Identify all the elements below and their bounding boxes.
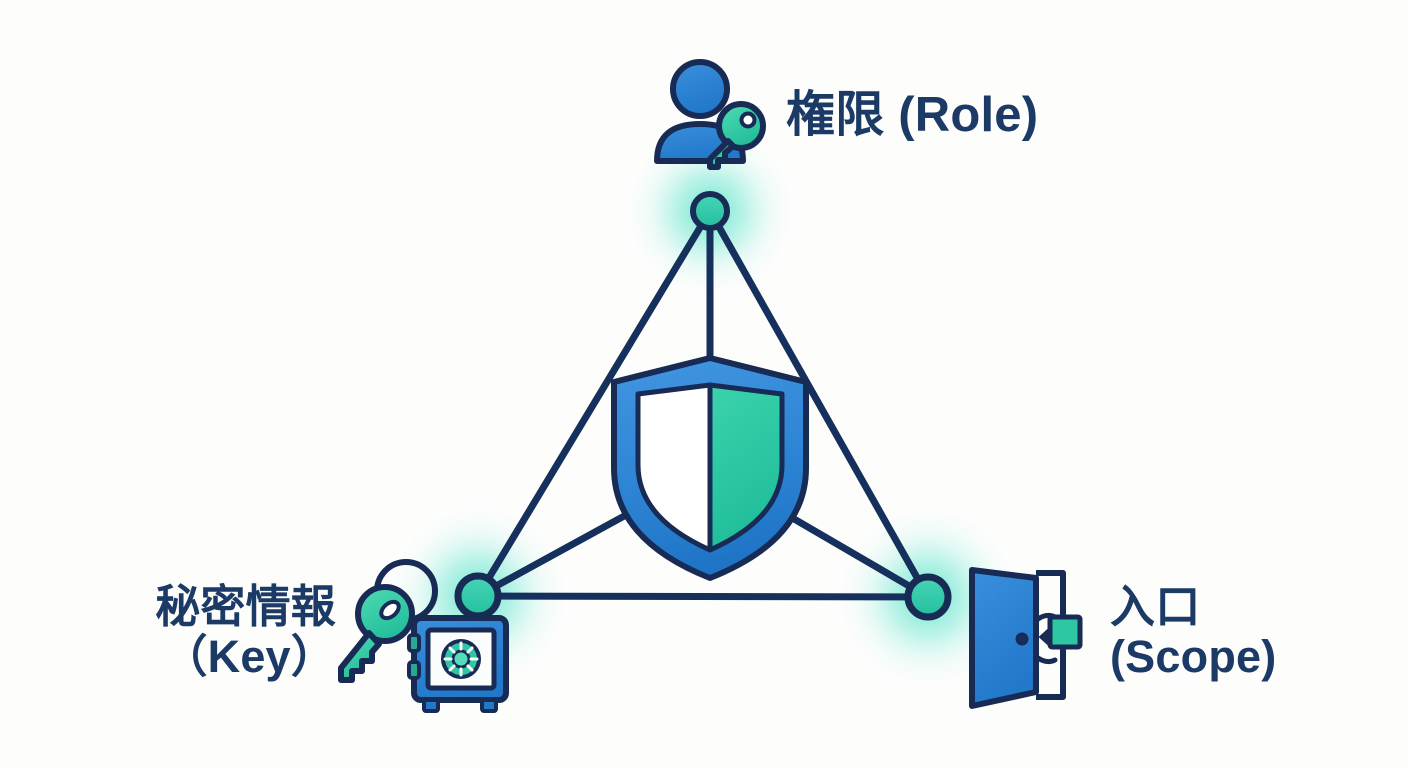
motion-marks	[1035, 612, 1058, 665]
label-key-line2: （Key）	[162, 631, 336, 683]
edge-role-scope	[706, 207, 932, 601]
door-knob	[1015, 632, 1029, 646]
edge-role-key	[474, 207, 714, 600]
safe-glyph	[407, 615, 509, 713]
label-scope-line2: (Scope)	[1110, 631, 1277, 683]
key-glyph	[338, 584, 415, 683]
safe-dial	[441, 639, 481, 679]
key-safe-icon	[338, 559, 509, 713]
node-key[interactable]	[454, 572, 502, 620]
role-key-glyph	[707, 101, 766, 170]
label-role: 権限 (Role)	[786, 88, 1039, 142]
door-panel	[969, 567, 1039, 709]
person-head	[670, 59, 730, 119]
person-key-icon	[654, 59, 766, 170]
node-scope[interactable]	[904, 573, 952, 621]
label-key-line1: 秘密情報	[155, 581, 336, 632]
label-key: 秘密情報（Key）	[96, 581, 336, 683]
node-role[interactable]	[690, 191, 730, 231]
shield-inner-left	[635, 382, 713, 553]
label-scope-line1: 入口	[1110, 581, 1201, 632]
open-door-icon	[969, 567, 1083, 709]
enter-target	[1047, 614, 1083, 650]
label-scope: 入口(Scope)	[1110, 581, 1360, 683]
edge-key-scope	[474, 592, 932, 601]
shield-icon	[611, 355, 809, 581]
shield-inner-right	[707, 382, 785, 553]
